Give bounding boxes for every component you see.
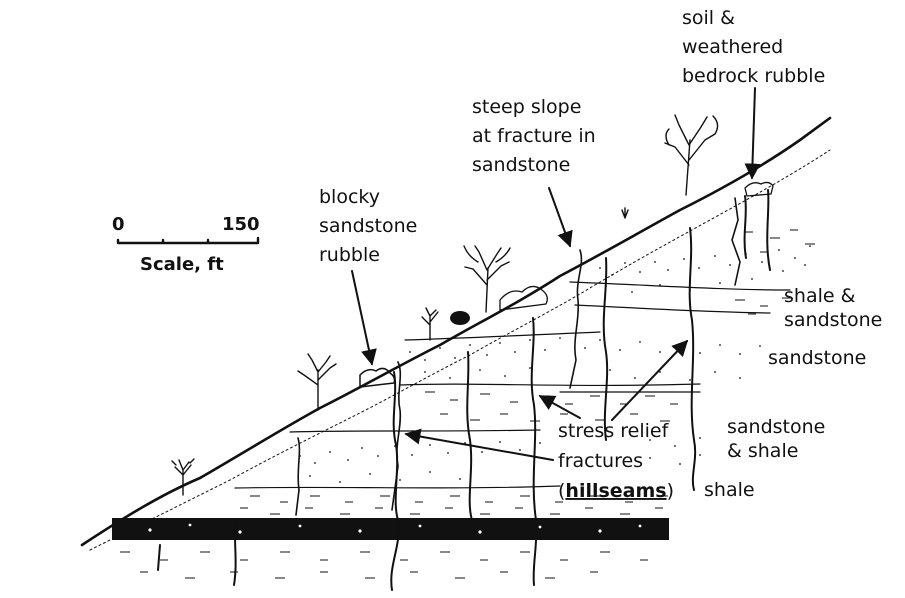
bedding-lines [234,281,791,489]
arrow-steep-slope [548,187,573,248]
rubble-near-tree [499,285,548,311]
label-shale: shale [704,479,755,501]
hillseams-close-paren: ) [667,480,674,502]
label-stress-relief-fractures: stress relief fractures (hillseams) [558,420,674,502]
label-line: bedrock rubble [682,65,825,87]
label-line: at fracture in [472,125,596,147]
trees [171,114,719,496]
tree-icon [664,114,719,196]
arrow-blocky-rubble [351,270,377,366]
tree-icon [421,307,439,341]
slope-surface-line [80,116,832,547]
tree-icon [463,245,511,313]
scale-min-label: 0 [112,214,125,235]
leader-arrows [351,87,761,461]
label-line: sandstone [784,309,882,331]
rock-strata [112,189,815,591]
label-line: sandstone [472,154,570,176]
label-line: & shale [727,440,798,462]
arrow-fracture-middle [538,395,581,419]
label-line: weathered [682,36,783,58]
label-sandstone-and-shale: sandstone & shale [727,416,825,462]
hillseam-fractures [157,189,771,591]
sandstone-band-upper [599,245,811,293]
scale-unit-label: Scale, ft [140,254,224,275]
label-line: blocky [319,186,380,208]
coal-bed [112,518,669,540]
coal-bed-specks [148,523,642,534]
label-line: stress relief [558,420,670,442]
sandstone-band-middle [409,337,761,381]
label-blocky-sandstone-rubble: blocky sandstone rubble [319,186,417,266]
scale-max-label: 150 [222,214,260,235]
scale-bar: 0 150 Scale, ft [112,214,260,275]
label-hillseams-line: (hillseams) [558,480,674,502]
shrub-dark [450,311,470,325]
label-sandstone: sandstone [768,347,866,369]
hillseams-open-paren: ( [558,480,565,502]
ground-surface [80,116,832,551]
hillseams-term: hillseams [565,480,666,502]
soil-rubble-pile [744,181,774,197]
blocky-rubble-pile [359,367,396,388]
soil-layer-dots [89,149,831,551]
label-line: sandstone [727,416,825,438]
rubble-piles [359,181,774,388]
arrow-fracture-left [404,428,554,461]
arrow-fracture-right [611,339,689,421]
tree-icon [297,353,337,411]
shale-dashes [120,229,815,579]
label-line: shale & [784,285,856,307]
label-steep-slope: steep slope at fracture in sandstone [472,96,596,176]
label-line: fractures [558,450,643,472]
label-line: rubble [319,244,380,266]
label-line: sandstone [319,215,417,237]
arrow-soil-rubble [744,87,761,180]
label-soil-weathered-rubble: soil & weathered bedrock rubble [682,7,825,87]
label-line: steep slope [472,96,581,118]
label-line: soil & [682,7,735,29]
label-shale-and-sandstone: shale & sandstone [784,285,882,331]
grass-tuft-icon [621,207,629,219]
tree-icon [171,458,195,496]
scale-bar-line [116,236,260,245]
